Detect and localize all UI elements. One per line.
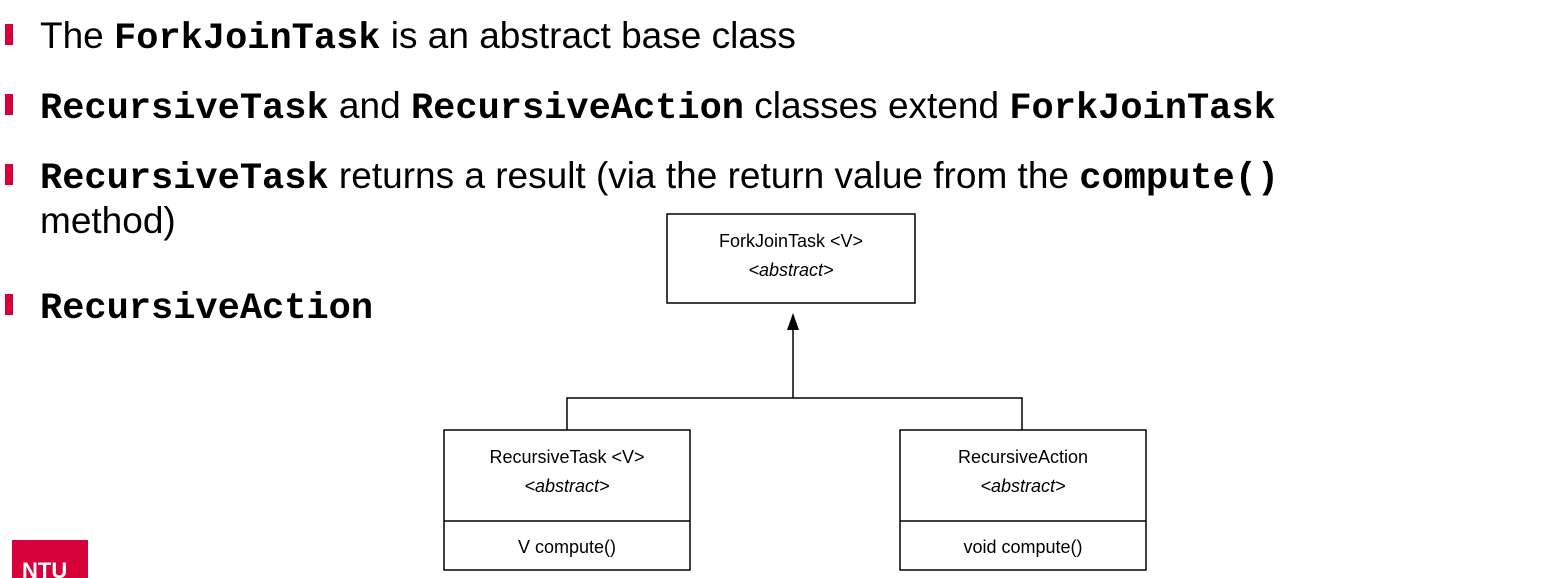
logo-text: NTU bbox=[22, 558, 68, 578]
bullet-marker bbox=[5, 24, 13, 45]
bullet-text: RecursiveAction bbox=[40, 286, 373, 329]
bullet-text: The ForkJoinTask is an abstract base cla… bbox=[40, 15, 796, 60]
code-term: RecursiveTask bbox=[40, 88, 329, 130]
bullet-marker bbox=[5, 294, 13, 315]
code-term: RecursiveAction bbox=[40, 288, 374, 330]
inheritance-arrowhead bbox=[787, 313, 799, 330]
bullet-continuation: method) bbox=[40, 200, 176, 241]
code-term: compute() bbox=[1079, 158, 1280, 200]
ntu-logo: NTU bbox=[12, 540, 88, 578]
code-term: ForkJoinTask bbox=[1009, 88, 1276, 130]
child-class-box-recursiveaction bbox=[899, 429, 1147, 571]
bullet-marker bbox=[5, 94, 13, 115]
text-segment: classes extend bbox=[744, 85, 1010, 126]
parent-class-name: ForkJoinTask <V> bbox=[719, 231, 863, 251]
bullet-text: RecursiveTask returns a result (via the … bbox=[40, 155, 1280, 200]
bullet-marker bbox=[5, 164, 13, 185]
code-term: RecursiveAction bbox=[410, 88, 745, 130]
child-class-method: void compute() bbox=[963, 537, 1082, 557]
bullet-text: RecursiveTask and RecursiveAction classe… bbox=[40, 85, 1276, 130]
child-class-method: V compute() bbox=[518, 537, 616, 557]
child-class-name: RecursiveTask <V> bbox=[489, 447, 644, 467]
parent-class-box bbox=[666, 213, 916, 304]
child-class-name: RecursiveAction bbox=[958, 447, 1088, 467]
text-segment: The bbox=[40, 15, 115, 56]
code-term: ForkJoinTask bbox=[114, 18, 381, 60]
code-term: RecursiveTask bbox=[40, 158, 329, 200]
text-segment: is an abstract base class bbox=[380, 15, 796, 56]
parent-class-stereotype: <abstract> bbox=[748, 260, 833, 280]
child-class-stereotype: <abstract> bbox=[980, 476, 1065, 496]
child-class-box-recursivetask bbox=[443, 429, 691, 571]
text-segment: and bbox=[328, 85, 411, 126]
child-class-stereotype: <abstract> bbox=[524, 476, 609, 496]
text-segment: returns a result (via the return value f… bbox=[328, 155, 1080, 196]
inheritance-connector bbox=[566, 397, 1023, 430]
